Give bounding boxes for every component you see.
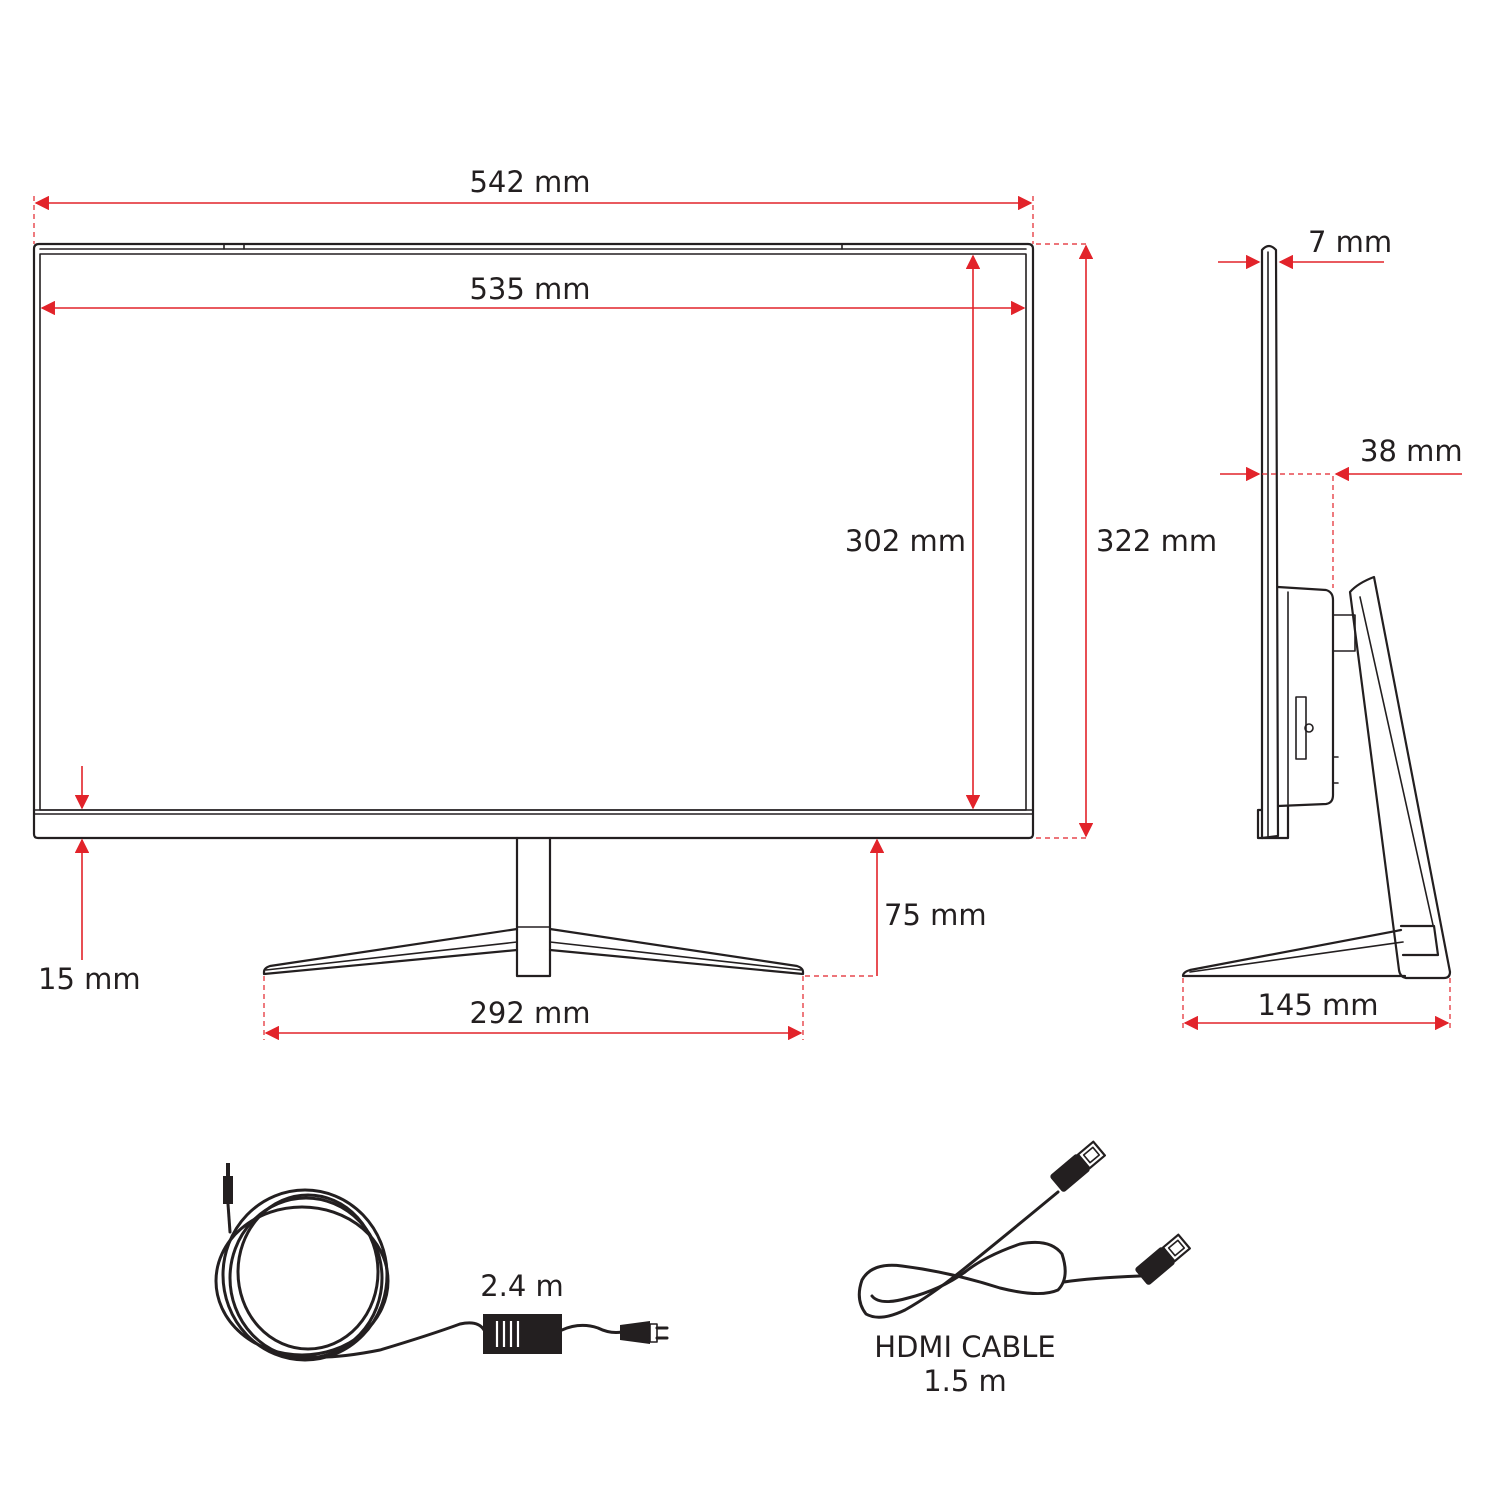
screen-height-label: 302 mm <box>845 524 966 558</box>
hdmi-cable-illustration: HDMI CABLE 1.5 m <box>857 1140 1191 1398</box>
overall-width-label: 542 mm <box>469 165 590 199</box>
power-cable-length-label: 2.4 m <box>480 1269 564 1303</box>
bottom-bezel-label: 15 mm <box>38 962 141 996</box>
stand-height-label: 75 mm <box>884 898 987 932</box>
side-dimensions: 7 mm 38 mm 145 mm <box>1182 225 1463 1031</box>
front-dimensions: 542 mm 535 mm 302 mm 322 mm 15 mm 75 mm … <box>33 165 1217 1041</box>
overall-height-label: 322 mm <box>1096 524 1217 558</box>
monitor-side-view <box>1181 244 1452 980</box>
back-depth-label: 38 mm <box>1360 434 1463 468</box>
hdmi-cable-label: HDMI CABLE <box>874 1330 1055 1364</box>
base-depth-label: 145 mm <box>1257 988 1378 1022</box>
power-adapter-illustration: 2.4 m <box>214 1163 669 1362</box>
monitor-front-view <box>32 242 1035 978</box>
base-width-label: 292 mm <box>469 996 590 1030</box>
screen-width-label: 535 mm <box>469 272 590 306</box>
hdmi-cable-length-label: 1.5 m <box>923 1364 1007 1398</box>
panel-depth-label: 7 mm <box>1308 225 1392 259</box>
